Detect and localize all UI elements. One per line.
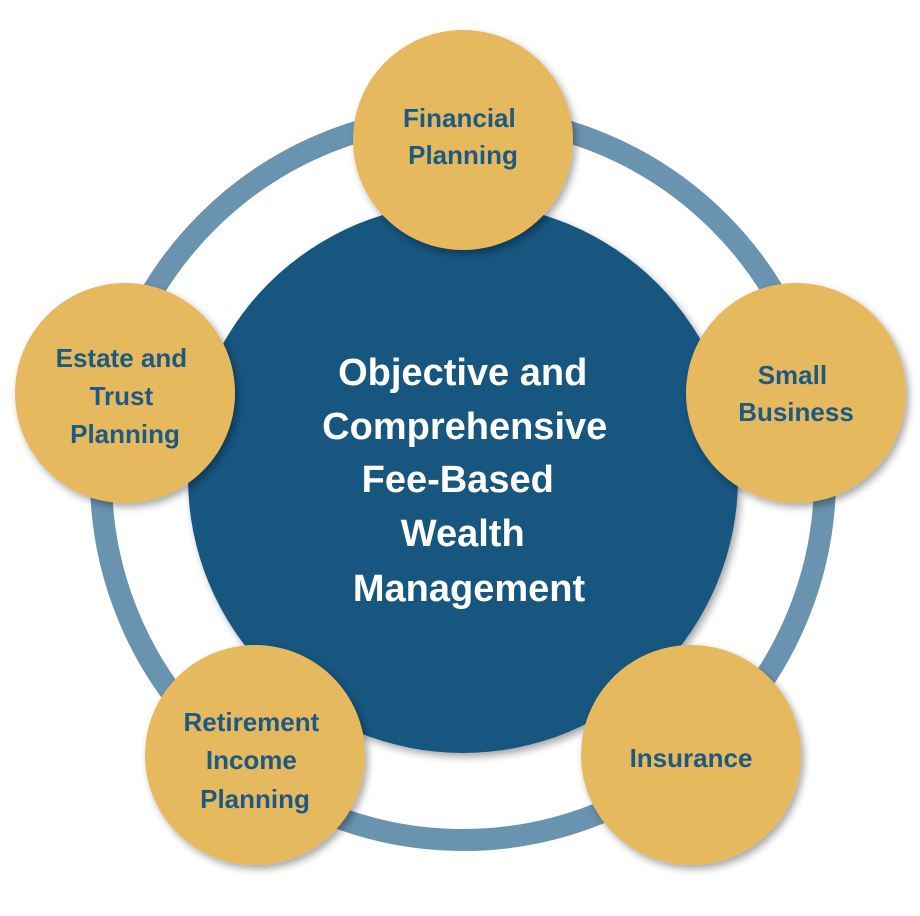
node-estate-and-trust-planning: Estate and Trust Planning (15, 283, 235, 503)
node-label: Insurance (630, 743, 753, 773)
node-circle (145, 645, 365, 865)
node-label-line: Insurance (630, 743, 753, 773)
center-title-line: Comprehensive (322, 406, 607, 448)
node-label-line: Business (738, 397, 854, 427)
node-financial-planning: Financial Planning (353, 30, 573, 250)
node-label-line: Planning (200, 784, 310, 814)
node-label: Retirement Income Planning (183, 707, 326, 814)
node-label-line: Retirement (183, 707, 319, 737)
node-small-business: Small Business (686, 283, 906, 503)
node-retirement-income-planning: Retirement Income Planning (145, 645, 365, 865)
node-circle (686, 283, 906, 503)
node-label: Estate and Trust Planning (56, 343, 195, 449)
center-title: Objective and Comprehensive Fee-Based We… (322, 352, 618, 610)
node-label-line: Planning (408, 140, 518, 170)
node-label-line: Estate and (56, 343, 188, 373)
center-title-line: Objective and (338, 352, 587, 394)
node-label: Financial Planning (403, 103, 523, 170)
node-label-line: Financial (403, 103, 516, 133)
center-title-line: Fee-Based (362, 459, 554, 501)
node-circle (581, 645, 801, 865)
center-title-line: Wealth (401, 513, 525, 555)
node-label: Small Business (738, 360, 854, 427)
center-hub (188, 203, 738, 753)
node-label-line: Planning (70, 419, 180, 449)
node-insurance: Insurance (581, 645, 801, 865)
node-label-line: Income (206, 745, 297, 775)
node-circle (353, 30, 573, 250)
node-label-line: Trust (90, 381, 154, 411)
node-label-line: Small (758, 360, 827, 390)
node-circle (15, 283, 235, 503)
center-title-line: Management (353, 568, 586, 610)
